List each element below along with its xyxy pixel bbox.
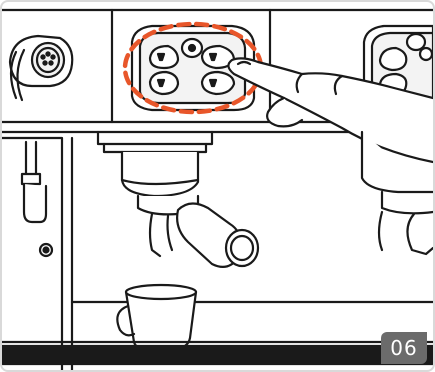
steam-knob-icon: [10, 36, 72, 100]
drip-tray: [2, 342, 433, 364]
group-head: [98, 132, 212, 196]
portafilter-icon: [138, 196, 258, 267]
coffee-cup-icon: [117, 285, 196, 350]
steam-wand-icon: [22, 142, 46, 222]
step-number-badge: 06: [381, 332, 427, 364]
